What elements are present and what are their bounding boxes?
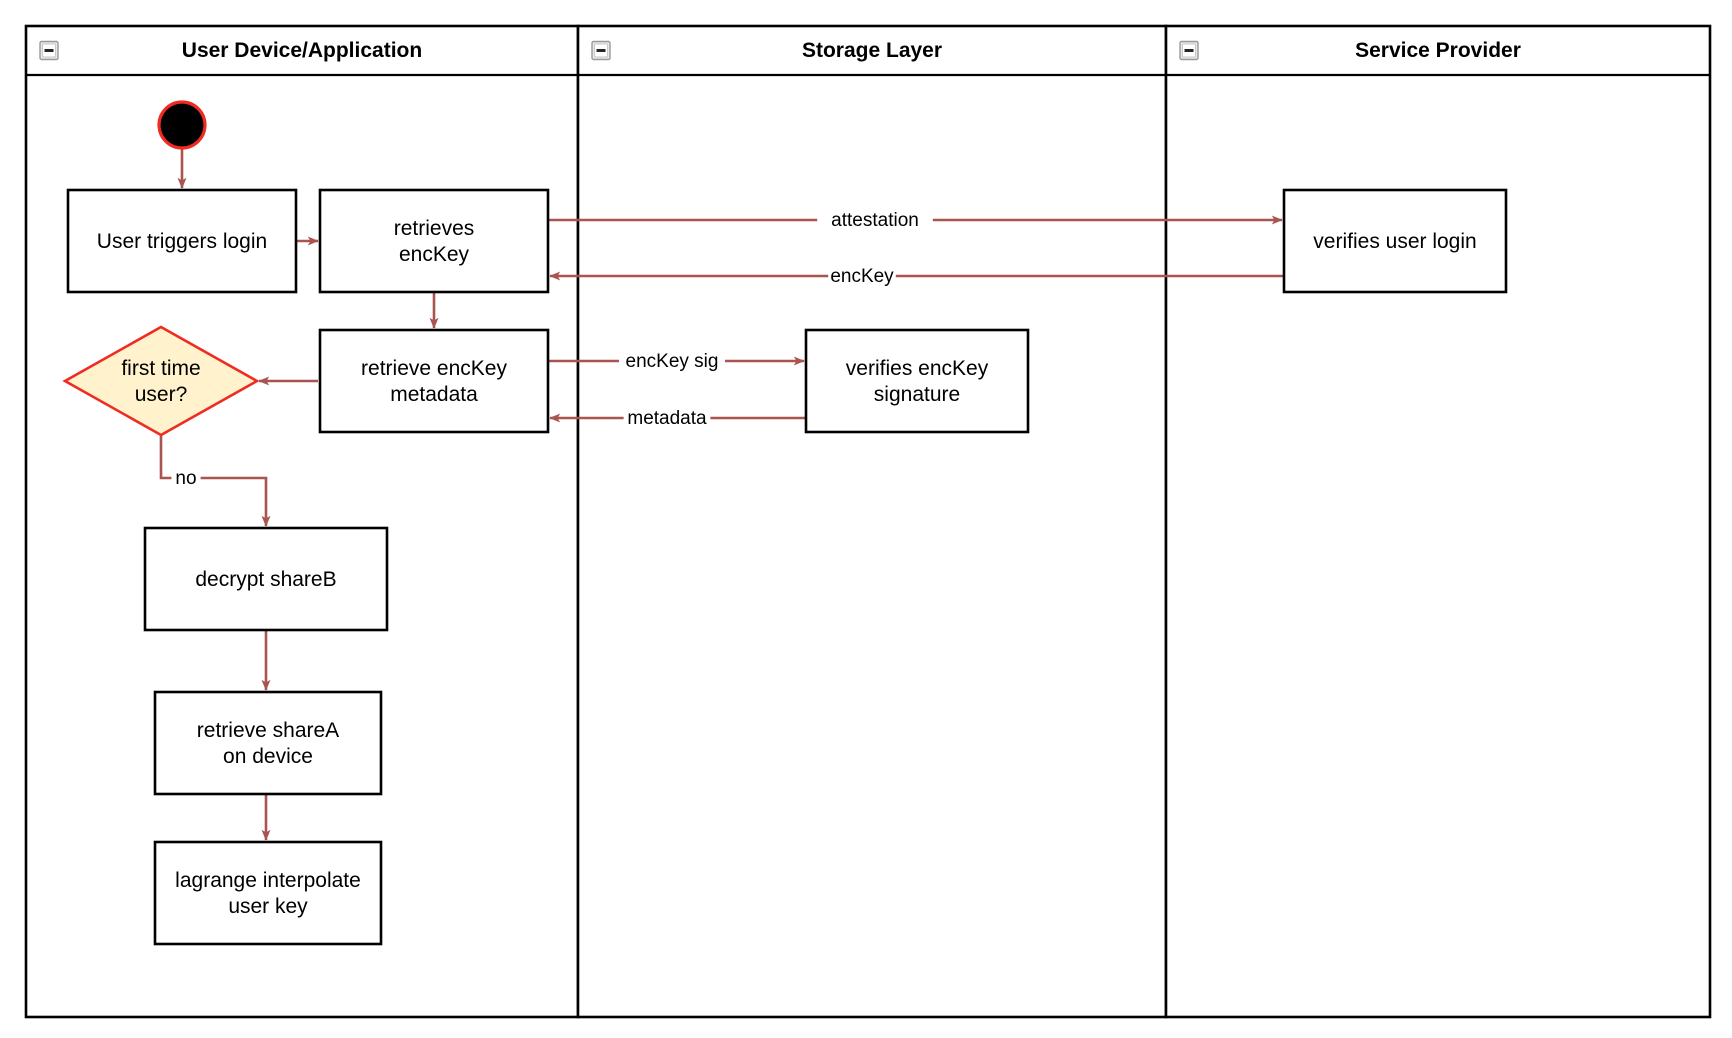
edge-label-edge-enckey-sig: encKey sig [619, 349, 725, 373]
lane-header-lane-service-provider: Service Provider [1179, 39, 1521, 62]
node-retrieve-sharea-on-device[interactable]: retrieve shareA on device [153, 690, 383, 796]
action-shape [318, 188, 550, 294]
action-shape [153, 840, 383, 946]
node-verifies-user-login[interactable]: verifies user login [1282, 188, 1508, 294]
edge-label-edge-attestation: attestation [817, 208, 933, 232]
node-label-line: decrypt shareB [195, 568, 336, 591]
node-lagrange-interpolate-user-key[interactable]: lagrange interpolate user key [153, 840, 383, 946]
node-label-line: User triggers login [97, 230, 267, 253]
edge-label-text: encKey [830, 266, 894, 287]
collapse-icon[interactable] [591, 40, 611, 61]
node-label-line: user key [228, 895, 308, 918]
lane-title: Service Provider [1355, 39, 1521, 62]
action-shape [804, 328, 1030, 434]
node-label-line: on device [223, 745, 313, 768]
lane-header-lane-storage: Storage Layer [591, 39, 942, 62]
lane-header-lane-user-device: User Device/Application [39, 39, 422, 62]
lane-body [1164, 24, 1712, 1019]
node-label-line: retrieves [394, 217, 475, 240]
node-user-triggers-login[interactable]: User triggers login [66, 188, 298, 294]
edge-label-backdrop [828, 264, 896, 288]
action-shape [1282, 188, 1508, 294]
swimlane-lane-storage[interactable] [576, 24, 1168, 1019]
node-label-line: verifies user login [1313, 230, 1476, 253]
action-shape [318, 328, 550, 434]
nodes-layer: User triggers loginretrievesencKeyretrie… [62, 100, 1508, 946]
edge-label-text: metadata [627, 408, 707, 429]
edge-label-text: no [175, 468, 196, 489]
collapse-icon[interactable] [1179, 40, 1199, 61]
node-verifies-enckey-signature[interactable]: verifies encKey signature [804, 328, 1030, 434]
lane-body [576, 24, 1168, 1019]
edge-label-text: attestation [831, 210, 919, 231]
lane-title: User Device/Application [182, 39, 422, 62]
edge-label-backdrop [623, 406, 711, 430]
lane-title: Storage Layer [802, 39, 942, 62]
node-label-line: user? [135, 383, 188, 406]
edge-label-edge-decision-no: no [171, 466, 201, 490]
node-label-line: verifies encKey [846, 357, 989, 380]
action-shape [153, 690, 383, 796]
edge-label-backdrop [619, 349, 725, 373]
node-start[interactable] [157, 100, 207, 150]
node-first-time-user[interactable]: first time user? [62, 325, 260, 437]
edge-label-backdrop [817, 208, 933, 232]
collapse-icon[interactable] [39, 40, 59, 61]
node-label-line: signature [874, 383, 960, 406]
action-shape [66, 188, 298, 294]
edge-labels-layer: attestation encKey encKey sig metadata no [171, 208, 933, 490]
swimlane-lane-service-provider[interactable] [1164, 24, 1712, 1019]
node-label-line: encKey [399, 243, 470, 266]
decision-shape [62, 325, 260, 437]
node-label-line: first time [121, 357, 200, 380]
node-retrieve-enckey-metadata[interactable]: retrieve encKey metadata [318, 328, 550, 434]
action-shape [143, 526, 389, 632]
node-retrieves-enckey[interactable]: retrieves encKey [318, 188, 550, 294]
node-label-line: metadata [390, 383, 478, 406]
lane-headers: User Device/Application Storage Layer Serv… [39, 39, 1521, 62]
edge-edge-decision-no [159, 435, 271, 527]
edge-label-edge-enckey-return: encKey [828, 264, 896, 288]
edge-label-edge-metadata-return: metadata [623, 406, 711, 430]
edge-label-backdrop [171, 466, 201, 490]
node-decrypt-shareb[interactable]: decrypt shareB [143, 526, 389, 632]
node-label-line: lagrange interpolate [175, 869, 361, 892]
edge-label-text: encKey sig [626, 351, 719, 372]
start-node-icon [157, 100, 207, 150]
node-label-line: retrieve shareA [197, 719, 339, 742]
node-label-line: retrieve encKey [361, 357, 507, 380]
